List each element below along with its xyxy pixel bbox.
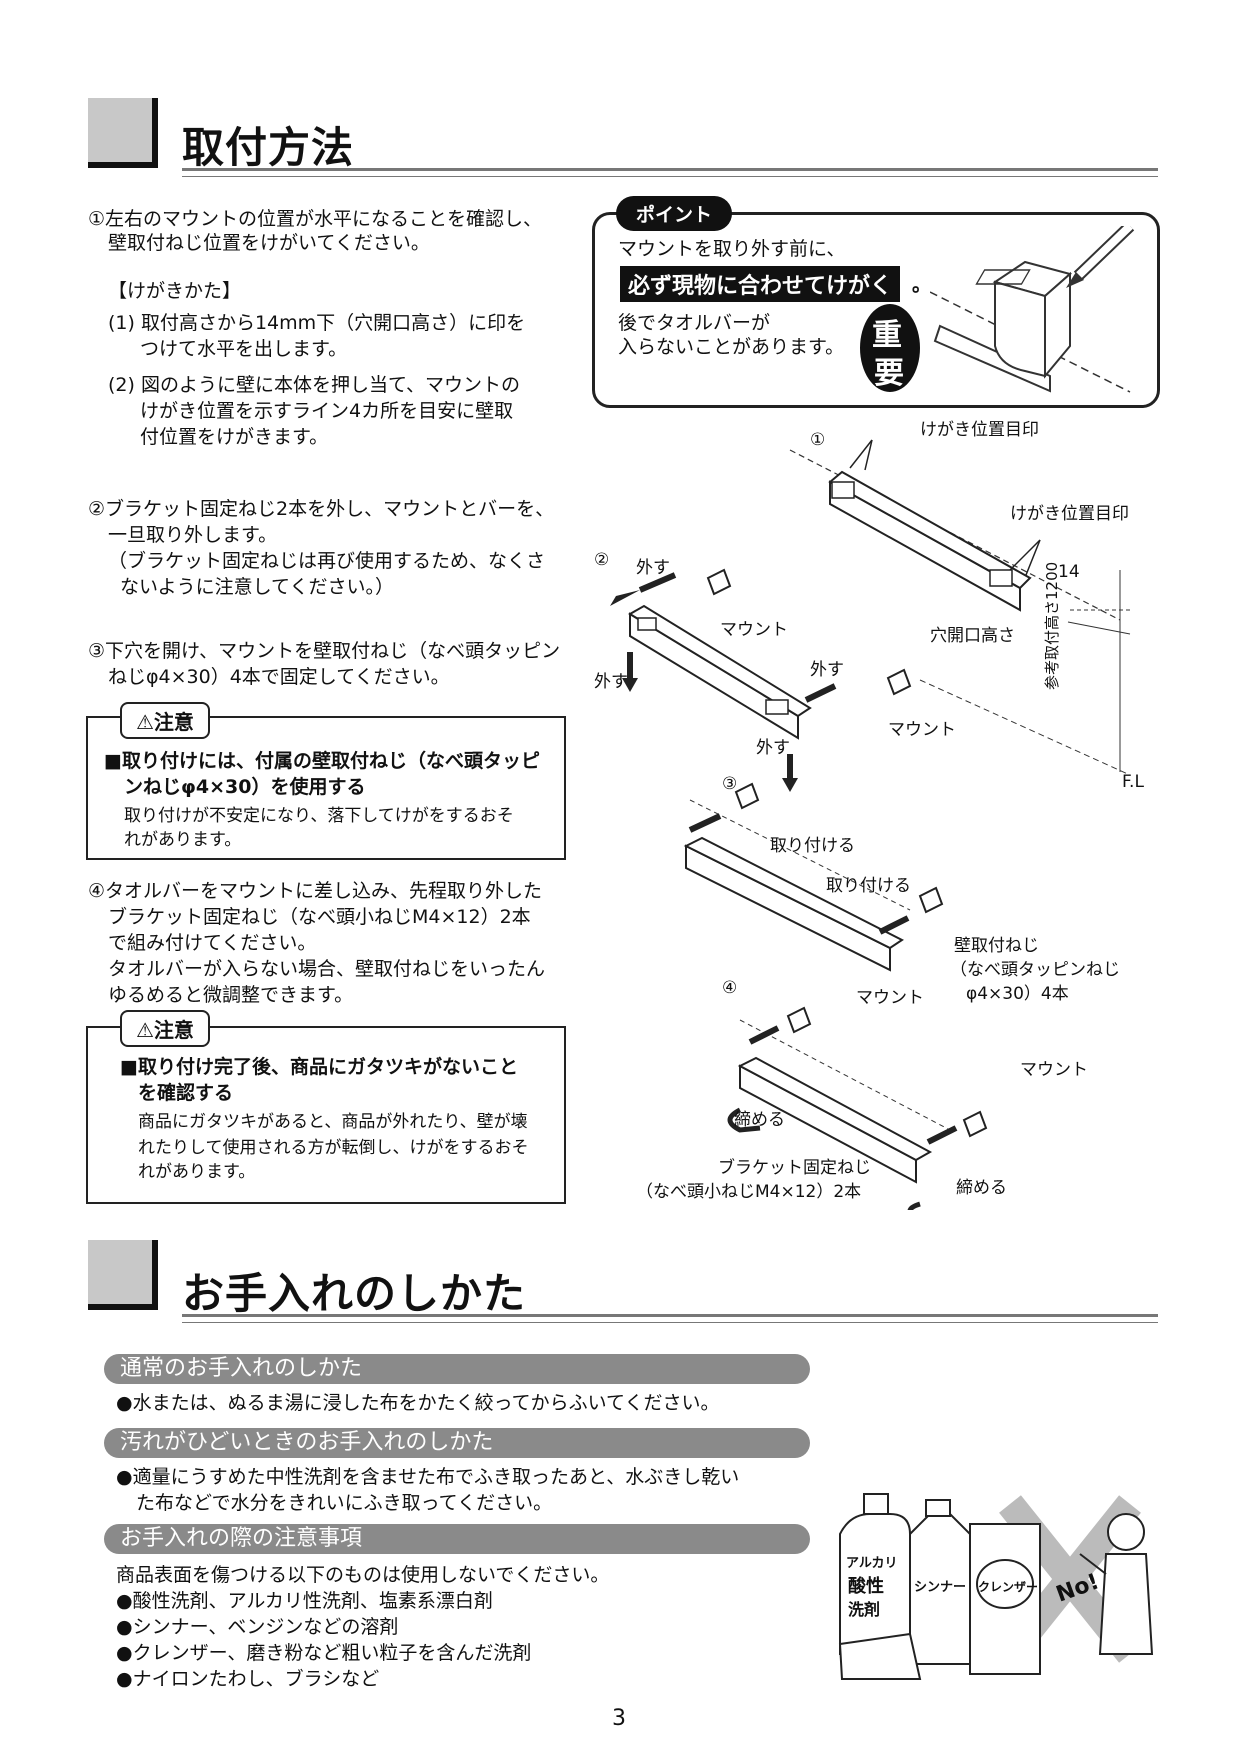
diagram-screw-line3: φ4×30）4本: [966, 984, 1069, 1004]
caution-label-1: ⚠注意: [120, 702, 210, 739]
step3-line2: ねじφ4×30）4本で固定してください。: [108, 666, 450, 688]
step2-line2: 一旦取り外します。: [108, 524, 278, 546]
caution2-note1: 商品にガタツキがあると、商品が外れたり、壁が壊: [138, 1112, 528, 1132]
diagram-step3-number: ③: [722, 774, 738, 794]
care-text-heavy-2: た布などで水分をきれいにふき取ってください。: [136, 1492, 553, 1514]
caution1-bold1: ■取り付けには、付属の壁取付ねじ（なべ頭タッピ: [104, 750, 540, 772]
point-line4: 入らないことがあります。: [618, 336, 845, 358]
diagram-mount-1: マウント: [720, 620, 788, 640]
section-marker-2: [88, 1240, 158, 1310]
step1-sub2-line2: けがき位置を示すライン4カ所を目安に壁取: [140, 400, 514, 422]
section-rule-2: [182, 1314, 1158, 1317]
diagram-mark-right-label: けがき位置目印: [1010, 504, 1129, 524]
caution-box-2: [86, 1026, 566, 1204]
illustration-thinner-label: シンナー: [914, 1580, 967, 1595]
point-period: 。: [912, 274, 932, 296]
step4-line3: で組み付けてください。: [108, 932, 317, 954]
caution1-bold2: ンねじφ4×30）を使用する: [124, 776, 366, 798]
diagram-bracket-2: （なべ頭小ねじM4×12）2本: [636, 1182, 862, 1202]
illustration-bottle-label-3: 洗剤: [848, 1600, 881, 1619]
care-item-2: ●シンナー、ベンジンなどの溶剤: [116, 1616, 399, 1638]
important-badge-char2: 要: [874, 356, 904, 391]
diagram-mount-4: マウント: [1020, 1060, 1088, 1080]
important-badge-char1: 重: [872, 318, 902, 353]
step1-line2: 壁取付ねじ位置をけがいてください。: [108, 232, 430, 254]
diagram-remove-2: 外す: [594, 672, 628, 692]
section-title-care: お手入れのしかた: [182, 1269, 527, 1318]
step4-line4: タオルバーが入らない場合、壁取付ねじをいったん: [108, 958, 546, 980]
care-bar-normal: 通常のお手入れのしかた: [104, 1354, 810, 1384]
care-bar-cautions: お手入れの際の注意事項: [104, 1524, 810, 1554]
step4-line5: ゆるめると微調整できます。: [108, 984, 354, 1006]
step1-line1: ①左右のマウントの位置が水平になることを確認し、: [88, 208, 543, 230]
care-bar-heavy: 汚れがひどいときのお手入れのしかた: [104, 1428, 810, 1458]
mount-marking-illustration: [930, 226, 1135, 393]
illustration-bottle-label-2: 酸性: [848, 1576, 884, 1597]
step4-line2: ブラケット固定ねじ（なべ頭小ねじM4×12）2本: [108, 906, 531, 928]
diagram-dim-14: 14: [1058, 562, 1080, 582]
caution2-bold1: ■取り付け完了後、商品にガタツキがないこと: [120, 1056, 518, 1078]
step4-line1: ④タオルバーをマウントに差し込み、先程取り外した: [88, 880, 543, 902]
diagram-step1-number: ①: [810, 430, 826, 450]
diagram-ref-height-label: 参考取付高さ1200: [1043, 561, 1061, 690]
diagram-bracket-1: ブラケット固定ねじ: [718, 1158, 871, 1178]
caution1-note2: れがあります。: [124, 830, 242, 850]
point-tab: ポイント: [616, 196, 733, 231]
caution1-note1: 取り付けが不安定になり、落下してけがをするおそ: [124, 806, 514, 826]
diagram-step2-number: ②: [594, 550, 610, 570]
caution-label-2: ⚠注意: [120, 1010, 210, 1047]
step1-sub1-line1: (1) 取付高さから14mm下（穴開口高さ）に印を: [108, 312, 526, 334]
diagram-attach-2: 取り付ける: [826, 876, 911, 896]
diagram-attach-1: 取り付ける: [770, 836, 855, 856]
installation-diagram: [610, 439, 1131, 1210]
diagram-screw-title: 壁取付ねじ: [954, 936, 1039, 956]
point-highlight: 必ず現物に合わせてけがく: [620, 266, 901, 302]
section-rule-thin-2: [182, 1322, 1158, 1323]
diagram-mount-3: マウント: [856, 988, 924, 1008]
point-box: [592, 212, 1160, 408]
care-item-4: ●ナイロンたわし、ブラシなど: [116, 1668, 380, 1690]
diagram-mount-2: マウント: [888, 720, 956, 740]
diagram-step4-number: ④: [722, 978, 738, 998]
diagram-tighten-1: 締める: [734, 1110, 785, 1130]
diagram-remove-3: 外す: [810, 660, 844, 680]
care-text-cautions: 商品表面を傷つける以下のものは使用しないでください。: [116, 1564, 610, 1586]
step3-line1: ③下穴を開け、マウントを壁取付ねじ（なべ頭タッピン: [88, 640, 561, 662]
care-item-3: ●クレンザー、磨き粉など粗い粒子を含んだ洗剤: [116, 1642, 532, 1664]
step2-line3: （ブラケット固定ねじは再び使用するため、なくさ: [108, 550, 546, 572]
point-line3: 後でタオルバーが: [618, 312, 771, 334]
section-rule: [182, 168, 1158, 171]
prohibited-cleaners-illustration: [838, 1493, 1154, 1680]
point-line1: マウントを取り外す前に、: [618, 238, 846, 260]
caution-box-1: [86, 716, 566, 860]
diagram-tighten-2: 締める: [956, 1178, 1007, 1198]
step2-line4: ないように注意してください。）: [120, 576, 394, 598]
important-badge: [860, 304, 920, 392]
caution2-note2: れたりして使用される方が転倒し、けがをするおそ: [138, 1138, 529, 1158]
diagram-mark-top-label: けがき位置目印: [920, 420, 1039, 440]
illustration-cleanser-label: クレンザー: [978, 1580, 1039, 1594]
step2-line1: ②ブラケット固定ねじ2本を外し、マウントとバーを、: [88, 498, 555, 520]
section-rule-thin: [182, 176, 1158, 177]
caution2-bold2: を確認する: [138, 1082, 234, 1104]
section-marker: [88, 98, 158, 168]
care-text-heavy-1: ●適量にうすめた中性洗剤を含ませた布でふき取ったあと、水ぶきし乾い: [116, 1466, 740, 1488]
care-item-1: ●酸性洗剤、アルカリ性洗剤、塩素系漂白剤: [116, 1590, 493, 1612]
illustration-bottle-label-1: アルカリ: [846, 1556, 898, 1571]
diagram-screw-line2: （なべ頭タッピンねじ: [950, 960, 1120, 980]
step1-sub2-line3: 付位置をけがきます。: [140, 426, 329, 448]
diagram-hole-height-label: 穴開口高さ: [930, 626, 1015, 646]
step1-sub2-line1: (2) 図のように壁に本体を押し当て、マウントの: [108, 374, 521, 396]
page-number: 3: [612, 1706, 626, 1731]
care-text-normal: ●水または、ぬるま湯に浸した布をかたく絞ってからふいてください。: [116, 1392, 720, 1414]
diagram-fl-label: F.L: [1122, 772, 1144, 792]
caution2-note3: れがあります。: [138, 1162, 256, 1182]
section-title-install: 取付方法: [182, 123, 355, 172]
step1-sub1-line2: つけて水平を出します。: [140, 338, 348, 360]
step1-subtitle: 【けがきかた】: [108, 280, 242, 302]
diagram-remove-4: 外す: [756, 738, 790, 758]
diagram-remove-1: 外す: [636, 558, 670, 578]
